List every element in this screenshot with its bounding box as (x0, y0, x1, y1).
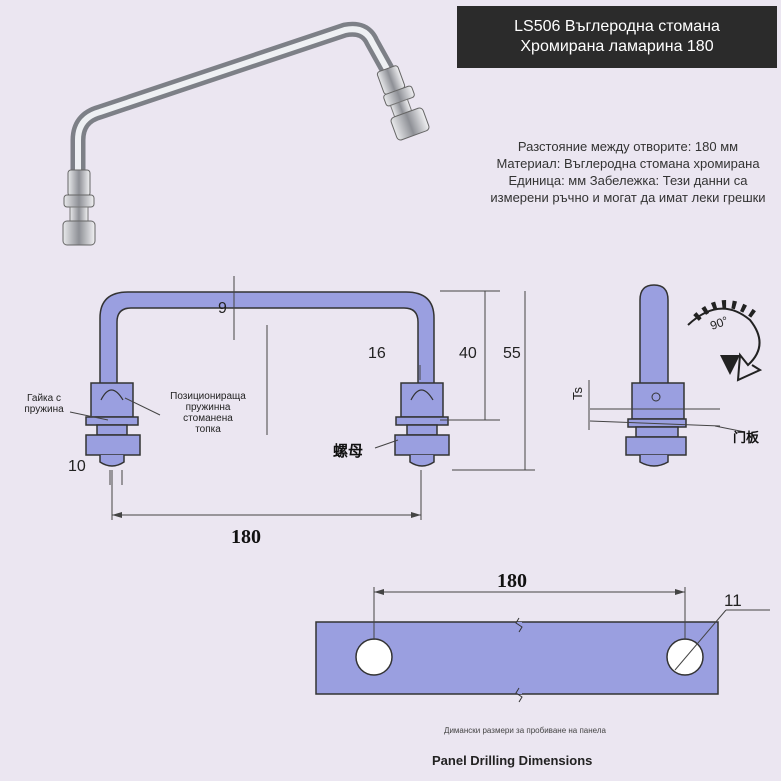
dim-drill-span: 180 (497, 570, 527, 592)
dim-nut-width: 10 (68, 458, 86, 475)
drill-caption: Димански размери за пробиване на панела (444, 726, 606, 735)
spec-hole-distance: Разстояние между отворите: 180 мм (517, 139, 739, 154)
product-title-line-2: Хромирана ламарина 180 (520, 38, 714, 55)
dim-ts: Ts (570, 387, 585, 401)
dim-rotation-angle: 90° (708, 313, 730, 332)
label-ball-line-4: топка (195, 424, 221, 435)
label-spring-nut: Гайка с пружина (12, 393, 76, 415)
label-ball-line-3: стоманена (183, 413, 233, 424)
spec-notes: Разстояние между отворите: 180 мм Матери… (478, 138, 778, 206)
label-nut-cn: 螺母 (333, 442, 363, 460)
dim-nut-offset: 16 (368, 345, 386, 362)
spec-unit-note: Единица: мм Забележка: Тези данни са (508, 173, 748, 188)
dim-hole-diameter: 11 (724, 591, 742, 610)
dim-span: 180 (231, 526, 261, 548)
product-title-line-1: LS506 Въглеродна стомана (514, 18, 720, 35)
front-view-drawing: 9 16 40 55 10 180 螺母 (68, 276, 535, 548)
dim-height-inner: 40 (459, 345, 477, 362)
label-spring-nut-line-1: Гайка с (27, 393, 61, 404)
handle-photo (62, 21, 430, 246)
panel-drilling-drawing: 180 11 Panel Drilling Dimensions (315, 570, 770, 768)
product-title-box: LS506 Въглеродна стомана Хромирана ламар… (457, 6, 777, 68)
label-panel-cn: 门板 (733, 430, 760, 445)
side-view-drawing: 90° Ts 门板 (570, 284, 763, 467)
spec-error-note: измерени ръчно и могат да имат леки греш… (490, 190, 766, 205)
dim-height-total: 55 (503, 345, 521, 362)
label-ball-line-1: Позиционираща (170, 391, 246, 402)
spec-material: Материал: Въглеродна стомана хромирана (496, 156, 760, 171)
label-spring-nut-line-2: пружина (24, 404, 64, 415)
panel-drilling-title: Panel Drilling Dimensions (432, 753, 592, 768)
label-ball-line-2: пружинна (185, 402, 231, 413)
label-positioning-ball: Позиционираща пружинна стоманена топка (158, 391, 258, 435)
dim-thickness: 9 (218, 300, 227, 317)
